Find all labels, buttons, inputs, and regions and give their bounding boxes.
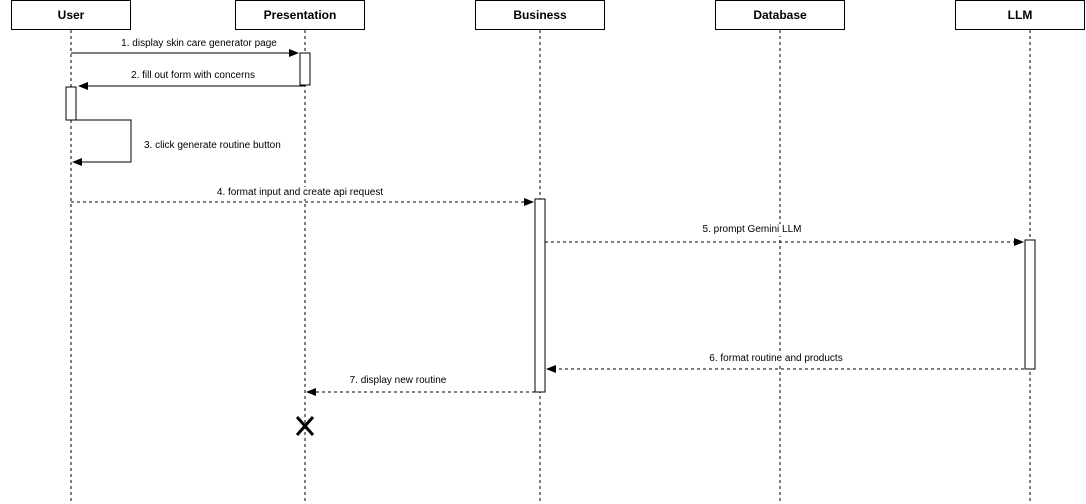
- activation-presentation: [299, 52, 311, 86]
- message-2-label: 2. fill out form with concerns: [130, 70, 256, 82]
- participant-business: Business: [475, 0, 605, 30]
- activation-llm: [1024, 239, 1036, 370]
- message-4-label: 4. format input and create api request: [215, 187, 385, 199]
- message-3-arrow: [72, 119, 132, 166]
- participant-user-label: User: [57, 8, 85, 22]
- participant-database-label: Database: [753, 8, 807, 22]
- message-3-label: 3. click generate routine button: [143, 140, 282, 152]
- destroy-marker-icon: [295, 416, 315, 436]
- participant-business-label: Business: [513, 8, 567, 22]
- message-1-label: 1. display skin care generator page: [120, 38, 278, 50]
- message-5-label: 5. prompt Gemini LLM: [701, 224, 803, 236]
- participant-presentation-label: Presentation: [263, 8, 337, 22]
- participant-presentation: Presentation: [235, 0, 365, 30]
- message-6-label: 6. format routine and products: [708, 353, 844, 365]
- activation-user: [65, 86, 77, 121]
- participant-database: Database: [715, 0, 845, 30]
- participant-user: User: [11, 0, 131, 30]
- message-7-label: 7. display new routine: [348, 375, 448, 387]
- activation-business: [534, 198, 546, 393]
- participant-llm: LLM: [955, 0, 1085, 30]
- participant-llm-label: LLM: [1007, 8, 1033, 22]
